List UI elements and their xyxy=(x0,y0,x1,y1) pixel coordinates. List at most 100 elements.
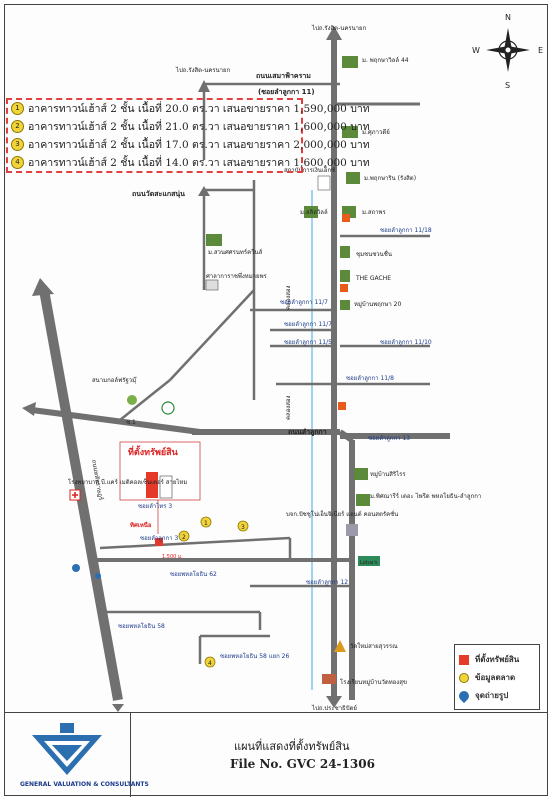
property-description: อาคารทาวน์เฮ้าส์ 2 ชั้น เนื้อที่ 17.0 ตร… xyxy=(28,138,370,151)
label-soi-phaholyothin58: ซอยพหลโยธิน 58 xyxy=(118,622,165,630)
village-icon xyxy=(356,494,370,506)
label-klong-b: คลองสอง xyxy=(285,396,292,420)
store-icon xyxy=(338,402,346,410)
legend-photo-label: จุดถ่ายรูป xyxy=(475,691,509,700)
label-school2: โรงเรียนหมู่บ้านวัดทองสุข xyxy=(340,678,407,686)
direction-label: ทิศเหนือ xyxy=(130,521,152,529)
label-school: สถาบันการเงินเอ็กซ์ xyxy=(284,165,335,174)
photo-points xyxy=(72,564,101,579)
file-number: File No. GVC 24-1306 xyxy=(230,757,375,771)
village-icon xyxy=(304,206,318,218)
store-icon xyxy=(340,284,348,292)
road-west xyxy=(31,407,201,435)
label-m-phitthaya: ม.พิศณารีร์ เดอะ ไพรีด พหลโยธิน-ลำลูกกา xyxy=(370,492,481,500)
label-m-suksawat: ม.ศุภาวดีย์ xyxy=(362,128,390,136)
temple-icon xyxy=(334,640,346,652)
footer: GENERAL VALUATION & CONSULTANTS แผนที่แส… xyxy=(4,712,548,797)
village-icon xyxy=(342,56,358,68)
legend-comparable: ข้อมูลตลาด xyxy=(459,671,515,684)
subject-property-callout xyxy=(119,441,201,534)
company-name: GENERAL VALUATION & CONSULTANTS xyxy=(20,781,149,788)
label-m-sathaporn: ม.สถาพร xyxy=(362,209,386,216)
compass-n: N xyxy=(505,13,511,22)
ptt-icon xyxy=(161,401,175,415)
property-description: อาคารทาวน์เฮ้าส์ 2 ชั้น เนื้อที่ 20.0 ตร… xyxy=(28,102,370,115)
svg-text:1: 1 xyxy=(204,520,208,527)
label-distance: 1,500 ม. xyxy=(162,554,183,560)
legend-comparable-label: ข้อมูลตลาด xyxy=(475,673,516,682)
label-soi-11-8: ซอยลำลูกกา 11/8 xyxy=(346,375,394,382)
subject-marker xyxy=(155,538,163,546)
property-item-4: 4 อาคารทาวน์เฮ้าส์ 2 ชั้น เนื้อที่ 14.0 … xyxy=(11,154,370,170)
label-soi-12: ซอยลำลูกกา 12 xyxy=(306,579,348,586)
property-description: อาคารทาวน์เฮ้าส์ 2 ชั้น เนื้อที่ 21.0 ตร… xyxy=(28,120,370,133)
square-icon xyxy=(459,654,469,665)
map-title: แผนที่แสดงที่ตั้งทรัพย์สิน xyxy=(234,740,350,753)
village-icon xyxy=(340,300,350,310)
village-icon xyxy=(340,270,350,282)
label-road-sanamphikram: ถนนเสมาฟ้าคราม xyxy=(256,71,311,80)
label-park: สนามกอล์ฟรัฐวมุ๊ xyxy=(92,376,137,384)
label-soi-11-10: ซอยลำลูกกา 11/10 xyxy=(380,339,432,346)
label-soi-11-18: ซอยลำลูกกา 11/18 xyxy=(380,227,432,234)
label-m-sansiri: ม.สวนศศรนทร์ควีนส์ xyxy=(208,248,263,256)
target-label: ที่ตั้งทรัพย์สิน xyxy=(128,445,179,458)
property-item-1: 1 อาคารทาวน์เฮ้าส์ 2 ชั้น เนื้อที่ 20.0 … xyxy=(11,100,370,116)
company-logo: GENERAL VALUATION & CONSULTANTS xyxy=(4,713,149,797)
comparable-4-marker xyxy=(204,656,216,668)
compass-w: W xyxy=(472,46,480,55)
property-list: 1 อาคารทาวน์เฮ้าส์ 2 ชั้น เนื้อที่ 20.0 … xyxy=(6,98,370,173)
property-item-3: 3 อาคารทาวน์เฮ้าส์ 2 ชั้น เนื้อที่ 17.0 … xyxy=(11,136,370,152)
label-the-gache: THE GACHE xyxy=(355,275,391,282)
svg-text:3: 3 xyxy=(241,524,245,531)
label-road-watsanun: ถนนวัดสะแกสนุ่น xyxy=(132,190,185,198)
property-description: อาคารทาวน์เฮ้าส์ 2 ชั้น เนื้อที่ 14.0 ตร… xyxy=(28,156,370,169)
property-number-badge: 3 xyxy=(11,137,24,151)
svg-text:2: 2 xyxy=(182,534,186,541)
legend-subject-label: ที่ตั้งทรัพย์สิน xyxy=(475,655,520,664)
label-soi-phaholyothin58-26: ซอยพหลโยธิน 58 แยก 26 xyxy=(220,652,289,660)
property-number-badge: 4 xyxy=(11,155,24,169)
logo-icon xyxy=(32,723,102,775)
store-icon xyxy=(342,214,350,222)
park-icon xyxy=(127,395,137,405)
circle-icon xyxy=(459,672,469,683)
compass xyxy=(486,28,530,72)
property-number-badge: 2 xyxy=(11,119,24,133)
village-icon xyxy=(346,172,360,184)
label-office: บจก.ปัชชูโน่เอ็นจิเนียร์ แอนด์ คอนสตรัคช… xyxy=(286,509,398,518)
road-phaholyothin xyxy=(39,289,123,701)
comparable-markers: 1 2 3 4 xyxy=(178,516,249,668)
label-to-rangsit-top: ไปถ.รังสิต-นครนายก xyxy=(311,24,367,32)
legend-subject: ที่ตั้งทรัพย์สิน xyxy=(459,653,519,666)
label-chomchon: ชุมชนชวนชื่น xyxy=(356,250,392,258)
label-hospital: โรงพยาบาล บี.แคร์ เมดิคอลเซ็นเตอร์ สายไห… xyxy=(68,477,187,486)
label-soi-1: ซ.1 xyxy=(126,419,136,426)
label-road-lamlukka: ถนนลำลูกกา xyxy=(288,428,327,437)
label-soi-lamlukka11: (ซอยลำลูกกา 11) xyxy=(258,88,315,97)
label-soi-11-5: ซอยลำลูกกา 11/5 xyxy=(284,339,332,346)
village-icon xyxy=(354,468,368,480)
label-soi-phaholyothin62: ซอยพหลโยธิน 62 xyxy=(170,570,217,578)
property-item-2: 2 อาคารทาวน์เฮ้าส์ 2 ชั้น เนื้อที่ 21.0 … xyxy=(11,118,370,134)
label-baanphruksa20: หมู่บ้านพฤกษา 20 xyxy=(354,301,401,308)
village-icon xyxy=(340,246,350,258)
label-soi-11-7b: ซอยลำลูกกา 11/7 xyxy=(284,321,332,328)
label-wat: วัดใหม่สายสุวรรณ xyxy=(350,642,398,650)
property-number-badge: 1 xyxy=(11,101,24,115)
label-klong-a: คลองสอง xyxy=(285,286,292,310)
label-soi-11-7a: ซอยลำลูกกา 11/7 xyxy=(280,299,328,306)
map-legend: ที่ตั้งทรัพย์สิน ข้อมูลตลาด จุดถ่ายรูป xyxy=(454,644,540,710)
sala-icon xyxy=(205,279,219,291)
bank-icon xyxy=(317,175,331,191)
target-soi-label: ซอยลำไทร 3 xyxy=(138,502,172,510)
comparable-1-marker xyxy=(200,516,212,528)
label-m-baansiri: หมู่บ้านสิริไรร xyxy=(370,470,406,478)
label-to-rangsit-left: ไปถ.รังสิต-นครนายก xyxy=(175,66,231,74)
village-icon xyxy=(342,126,358,138)
village-icon xyxy=(206,234,222,246)
lotus-icon xyxy=(358,556,380,566)
svg-text:4: 4 xyxy=(208,660,212,667)
compass-s: S xyxy=(505,81,510,90)
